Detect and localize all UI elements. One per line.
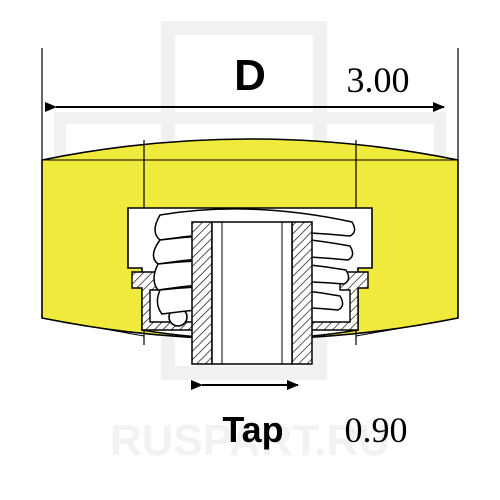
diameter-label: D: [234, 51, 266, 100]
diameter-value: 3.00: [347, 60, 410, 100]
watermark-text: RUSPART.RU: [110, 416, 390, 465]
tube-bore: [211, 221, 293, 365]
tube-wall-right: [291, 221, 313, 365]
crown-facet-line: [355, 317, 459, 337]
crown-facet-line: [41, 317, 145, 337]
tube-wall-left: [191, 221, 213, 365]
tap-label: Tap: [222, 409, 283, 450]
tap-value: 0.90: [345, 410, 408, 450]
threaded-tube: [191, 221, 313, 365]
